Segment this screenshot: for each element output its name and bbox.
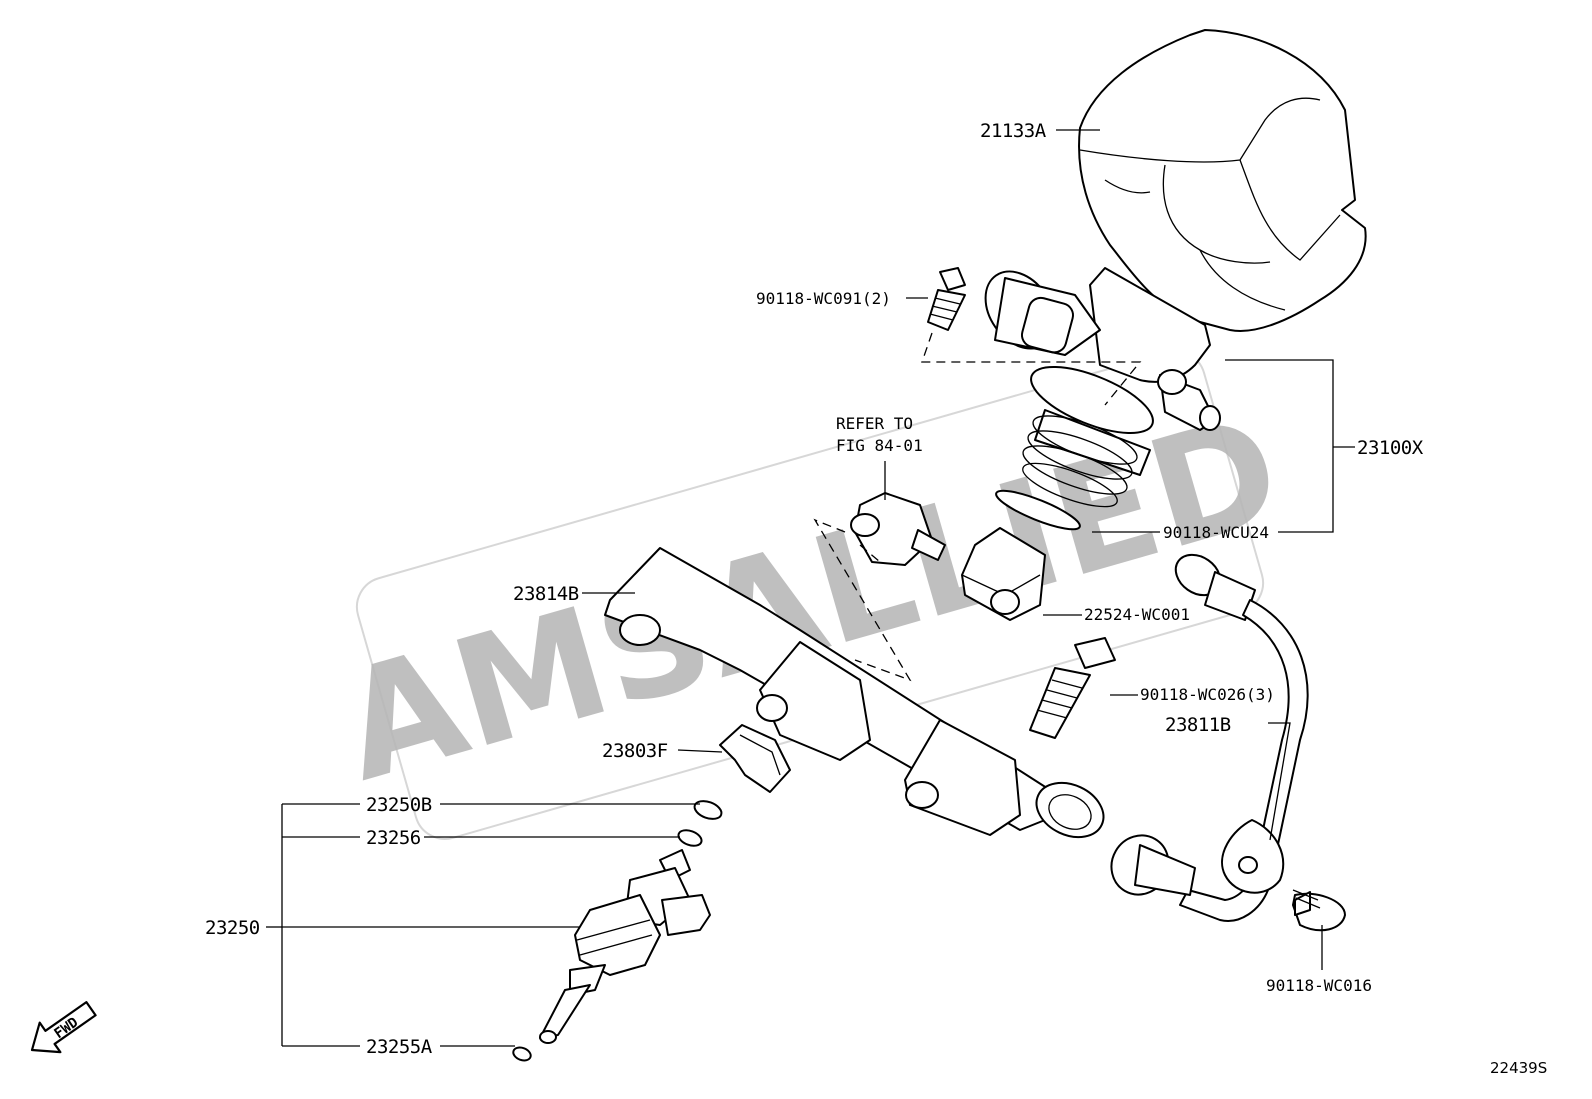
- part-22524-WC001-insulator[interactable]: [961, 527, 1046, 621]
- label-21133A[interactable]: 21133A: [980, 120, 1047, 142]
- label-90118-WCU24[interactable]: 90118-WCU24: [1163, 523, 1269, 542]
- part-90118-WC016-bolt[interactable]: [1292, 889, 1346, 932]
- part-23803F-clip[interactable]: [719, 724, 791, 793]
- label-23250[interactable]: 23250: [205, 917, 260, 939]
- part-labels: 21133A 90118-WC091(2) 23100X 90118-WCU24…: [205, 120, 1424, 1058]
- part-90118-WC026-bolt[interactable]: [1029, 637, 1116, 739]
- refer-note-line2: FIG 84-01: [836, 436, 923, 455]
- part-23250B-oring[interactable]: [692, 798, 724, 823]
- label-23814B[interactable]: 23814B: [513, 583, 579, 605]
- label-23256[interactable]: 23256: [366, 827, 421, 849]
- label-90118-WC091[interactable]: 90118-WC091(2): [756, 289, 891, 308]
- part-23255A-filter[interactable]: [511, 1045, 532, 1062]
- label-90118-WC026[interactable]: 90118-WC026(3): [1140, 685, 1275, 704]
- label-23803F[interactable]: 23803F: [602, 740, 668, 762]
- part-90118-WC091-bolt[interactable]: [927, 267, 966, 331]
- label-23250B[interactable]: 23250B: [366, 794, 432, 816]
- fwd-arrow: FWD: [30, 1001, 97, 1054]
- part-21133A-cover[interactable]: [1078, 29, 1367, 332]
- part-23811B-fuel-pipe[interactable]: [1101, 546, 1309, 922]
- part-pressure-sensor[interactable]: [850, 492, 946, 566]
- part-23250-injector[interactable]: [539, 849, 711, 1044]
- part-23814B-fuel-rail[interactable]: [604, 547, 1112, 847]
- label-22524-WC001[interactable]: 22524-WC001: [1084, 605, 1190, 624]
- part-23256-backup-ring[interactable]: [676, 827, 703, 848]
- figure-code: 22439S: [1490, 1059, 1547, 1077]
- label-90118-WC016[interactable]: 90118-WC016: [1266, 976, 1372, 995]
- watermark-text: AMSALLIED: [324, 382, 1298, 815]
- part-23100X-pump[interactable]: [971, 258, 1221, 515]
- label-23100X[interactable]: 23100X: [1357, 437, 1424, 459]
- label-23255A[interactable]: 23255A: [366, 1036, 433, 1058]
- assembly-lines: [813, 332, 1142, 682]
- part-90118-WCU24-oring[interactable]: [993, 484, 1084, 536]
- leader-lines: [266, 129, 1355, 1047]
- fwd-arrow-icon: [30, 1001, 97, 1054]
- refer-note-line1: REFER TO: [836, 414, 913, 433]
- label-23811B[interactable]: 23811B: [1165, 714, 1231, 736]
